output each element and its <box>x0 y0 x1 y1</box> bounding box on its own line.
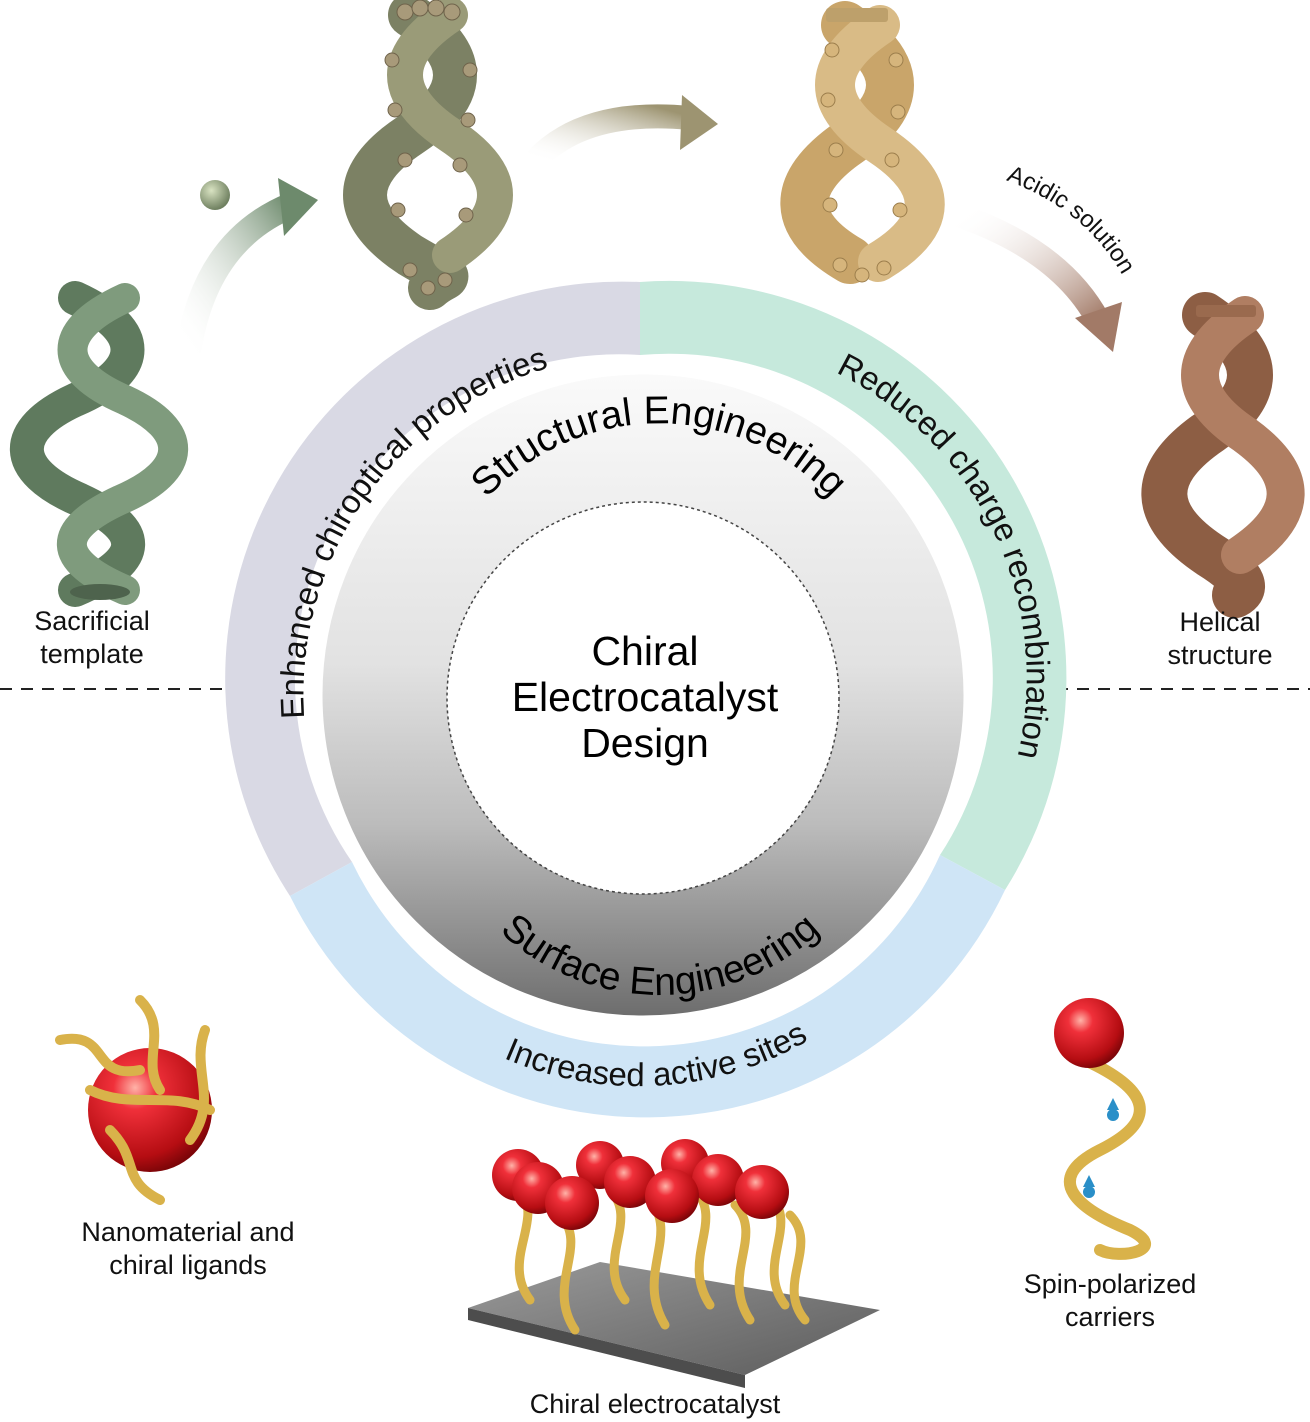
center-title: Chiral Electrocatalyst Design <box>455 628 835 766</box>
label-helical-structure: Helical structure <box>1167 607 1273 670</box>
nanomaterial-ligand-illustration <box>55 995 215 1205</box>
label-spin-polarized: Spin-polarized carriers <box>1023 1269 1197 1332</box>
chiral-electrocatalyst-illustration <box>468 1139 880 1388</box>
arrow-acidic-etch <box>954 203 1122 352</box>
center-disc <box>446 501 840 895</box>
coated-helix <box>343 0 513 310</box>
outer-ring-right-segment <box>640 280 1067 891</box>
outer-ring-bottom-segment <box>290 855 1005 1118</box>
acidic-solution-label: Acidic solution <box>1004 161 1141 279</box>
arrow-coated-to-gold <box>527 95 718 169</box>
arrow-template-to-coated <box>175 178 318 355</box>
inner-ring <box>319 371 967 1019</box>
spin-polarized-illustration <box>1054 998 1152 1260</box>
sacrificial-template-helix <box>9 281 189 607</box>
label-nanomaterial-ligands: Nanomaterial and chiral ligands <box>81 1217 295 1280</box>
outer-ring-left-segment <box>225 281 641 896</box>
center-title-line-2: Electrocatalyst <box>511 674 779 720</box>
helical-structure <box>1141 292 1305 618</box>
center-title-line-3: Design <box>581 720 709 766</box>
precursor-ball <box>200 180 230 210</box>
spin-arrow-icon <box>1083 1098 1119 1198</box>
label-chiral-electrocatalyst: Chiral electrocatalyst <box>529 1389 781 1419</box>
label-sacrificial-template: Sacrificial template <box>34 606 150 669</box>
outer-ring <box>225 280 1067 1118</box>
gold-coated-helix <box>780 1 945 284</box>
center-title-line-1: Chiral <box>591 628 699 674</box>
